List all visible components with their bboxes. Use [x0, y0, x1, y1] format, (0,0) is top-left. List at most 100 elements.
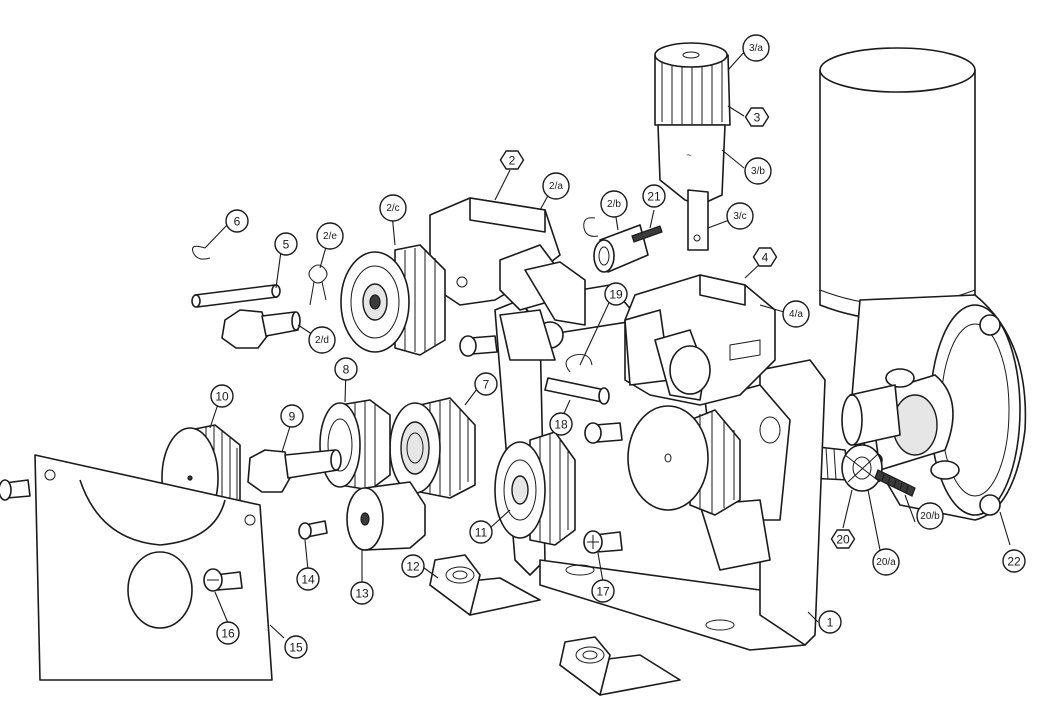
callout-label: 4/a — [789, 309, 803, 320]
callout-circle — [280, 404, 304, 428]
callout-circle — [210, 384, 234, 408]
callout-circle — [782, 300, 810, 328]
callout-12: 12 — [401, 554, 425, 578]
callout-circle — [474, 372, 498, 396]
callout-2c: 2/c — [379, 194, 407, 222]
callout-label: 22 — [1007, 555, 1021, 569]
callout-label: 20/b — [920, 511, 940, 522]
callout-20: 20 — [830, 529, 856, 549]
callout-label: 2 — [509, 154, 516, 168]
callout-label: 20/a — [876, 557, 896, 568]
callout-circle — [549, 412, 573, 436]
callout-label: 17 — [596, 585, 610, 599]
callout-circle — [872, 548, 900, 576]
part-2d-bolt — [221, 309, 301, 349]
callout-16: 16 — [216, 621, 240, 645]
callout-label: 4 — [762, 251, 769, 265]
callout-label: 8 — [343, 363, 350, 377]
part-17-screw — [583, 530, 623, 554]
callout-14: 14 — [296, 567, 320, 591]
frame-screw-middle — [584, 422, 623, 444]
callout-2: 2 — [499, 150, 525, 170]
part-14-screw — [298, 520, 328, 540]
part-18-shaft — [544, 377, 610, 405]
callout-label: 3 — [754, 111, 761, 125]
part-2b-bushing — [593, 224, 649, 273]
callout-circle — [1002, 549, 1026, 573]
callout-20a: 20/a — [872, 548, 900, 576]
callout-circle — [284, 635, 308, 659]
svg-text:~: ~ — [686, 150, 691, 160]
callout-circle — [274, 232, 298, 256]
callout-label: 7 — [483, 378, 490, 392]
callout-5: 5 — [274, 232, 298, 256]
callout-19: 19 — [604, 282, 628, 306]
callout-label: 5 — [283, 238, 290, 252]
callout-circle — [542, 172, 570, 200]
callout-label: 12 — [406, 560, 420, 574]
callout-4: 4 — [752, 247, 778, 267]
callout-label: 2/c — [386, 203, 399, 214]
part-13-spacer — [346, 481, 426, 551]
callout-circle — [308, 326, 336, 354]
small-clip — [583, 217, 599, 237]
callout-hexagon — [499, 150, 525, 170]
callout-circle — [379, 194, 407, 222]
callout-circle — [591, 579, 615, 603]
callout-label: 6 — [234, 215, 241, 229]
callout-2a: 2/a — [542, 172, 570, 200]
callout-label: 2/d — [315, 335, 329, 346]
part-12-mount — [429, 554, 541, 616]
callout-hexagon — [744, 107, 770, 127]
callout-circle — [316, 222, 344, 250]
callout-17: 17 — [591, 579, 615, 603]
callout-3c: 3/c — [726, 202, 754, 230]
callout-18: 18 — [549, 412, 573, 436]
callout-8: 8 — [334, 357, 358, 381]
part-20a-locknut — [841, 444, 883, 492]
callout-9: 9 — [280, 404, 304, 428]
callout-circle — [334, 357, 358, 381]
part-16-screw — [203, 568, 243, 592]
callout-11: 11 — [469, 520, 493, 544]
callout-circle — [742, 34, 770, 62]
callout-7: 7 — [474, 372, 498, 396]
callout-circle — [216, 621, 240, 645]
callout-21: 21 — [642, 184, 666, 208]
part-4-pressure-arm — [624, 274, 776, 406]
callout-label: 16 — [221, 627, 235, 641]
callout-label: 1 — [827, 616, 834, 630]
callout-circle — [401, 554, 425, 578]
left-edge-screw — [0, 479, 31, 501]
callout-22: 22 — [1002, 549, 1026, 573]
part-6-clip — [192, 245, 211, 260]
callout-1: 1 — [818, 610, 842, 634]
callout-circle — [296, 567, 320, 591]
right-drive-roller — [627, 405, 741, 516]
callout-13: 13 — [350, 581, 374, 605]
callout-2b: 2/b — [600, 190, 628, 218]
callout-circle — [726, 202, 754, 230]
callout-label: 11 — [475, 526, 488, 540]
callout-2e: 2/e — [316, 222, 344, 250]
callout-label: 2/e — [323, 231, 337, 242]
callout-label: 9 — [289, 410, 296, 424]
part-21-pin — [631, 225, 663, 243]
callout-label: 21 — [647, 190, 661, 204]
callout-3b: 3/b — [744, 157, 772, 185]
callout-label: 20 — [836, 533, 850, 547]
part-8-roller — [319, 399, 391, 491]
callout-3a: 3/a — [742, 34, 770, 62]
callout-label: 15 — [289, 641, 303, 655]
callout-circle — [818, 610, 842, 634]
callout-circle — [744, 157, 772, 185]
part-7-gear — [389, 397, 476, 499]
part-2e-spring — [308, 264, 328, 306]
callout-label: 3/b — [751, 166, 765, 177]
motor-shaft — [841, 384, 901, 446]
part-5-rod — [191, 284, 281, 308]
frame-screw-upper — [459, 335, 498, 357]
callout-label: 3/c — [733, 211, 746, 222]
callout-20b: 20/b — [916, 502, 944, 530]
